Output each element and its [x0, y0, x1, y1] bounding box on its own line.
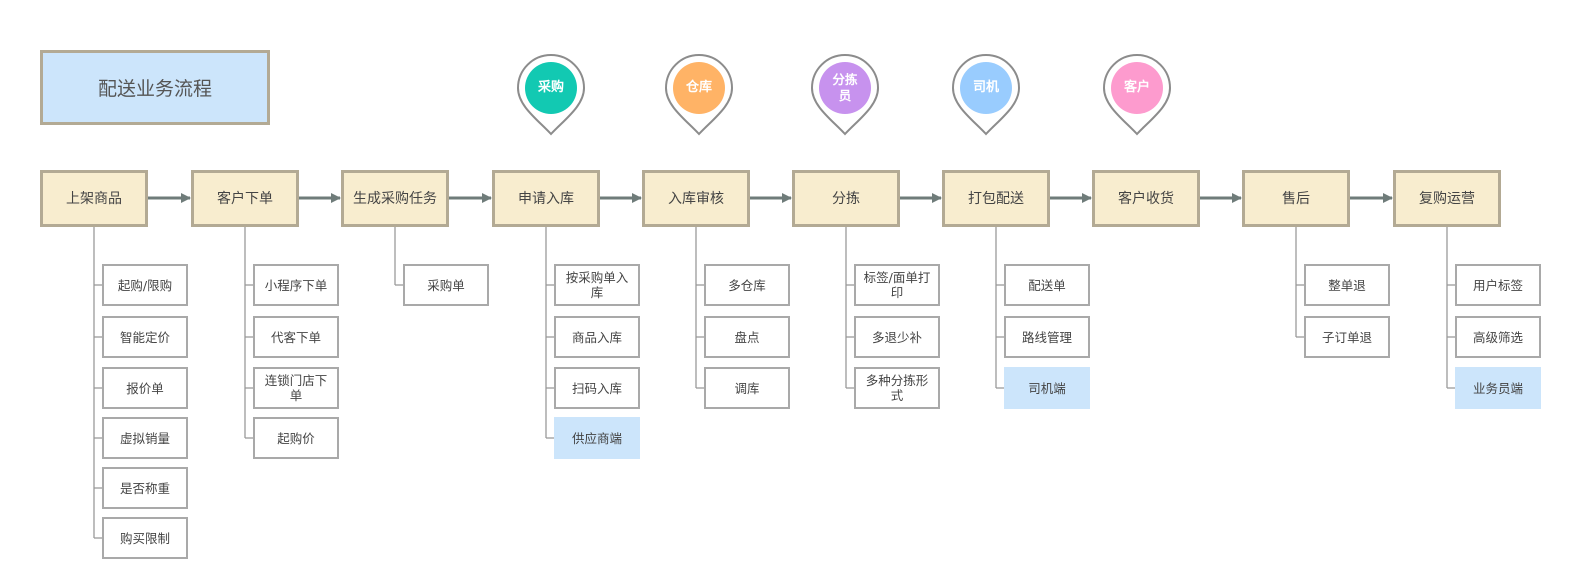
feature-node: 连锁门店下单 — [253, 367, 339, 409]
client-app-node: 业务员端 — [1455, 367, 1541, 409]
diagram-title: 配送业务流程 — [40, 50, 270, 125]
feature-node: 起购价 — [253, 417, 339, 459]
feature-node: 按采购单入库 — [554, 264, 640, 306]
feature-node: 代客下单 — [253, 316, 339, 358]
feature-node: 小程序下单 — [253, 264, 339, 306]
feature-node: 智能定价 — [102, 316, 188, 358]
role-label: 分拣员 — [819, 62, 871, 114]
role-pin: 客户 — [1102, 54, 1172, 136]
feature-node: 扫码入库 — [554, 367, 640, 409]
feature-node: 多种分拣形式 — [854, 367, 940, 409]
feature-node: 商品入库 — [554, 316, 640, 358]
role-pin: 司机 — [951, 54, 1021, 136]
feature-node: 购买限制 — [102, 517, 188, 559]
step-box: 客户收货 — [1092, 170, 1200, 227]
feature-node: 盘点 — [704, 316, 790, 358]
step-box: 分拣 — [792, 170, 900, 227]
step-box: 上架商品 — [40, 170, 148, 227]
client-app-node: 供应商端 — [554, 417, 640, 459]
role-label: 仓库 — [673, 62, 725, 114]
role-label: 客户 — [1111, 62, 1163, 114]
step-box: 申请入库 — [492, 170, 600, 227]
feature-node: 多仓库 — [704, 264, 790, 306]
feature-node: 子订单退 — [1304, 316, 1390, 358]
feature-node: 配送单 — [1004, 264, 1090, 306]
feature-node: 起购/限购 — [102, 264, 188, 306]
role-label: 采购 — [525, 62, 577, 114]
step-box: 复购运营 — [1393, 170, 1501, 227]
step-box: 生成采购任务 — [341, 170, 449, 227]
step-box: 入库审核 — [642, 170, 750, 227]
step-box: 打包配送 — [942, 170, 1050, 227]
feature-node: 高级筛选 — [1455, 316, 1541, 358]
feature-node: 虚拟销量 — [102, 417, 188, 459]
feature-node: 采购单 — [403, 264, 489, 306]
role-pin: 分拣员 — [810, 54, 880, 136]
client-app-node: 司机端 — [1004, 367, 1090, 409]
step-box: 客户下单 — [191, 170, 299, 227]
role-pin: 采购 — [516, 54, 586, 136]
feature-node: 报价单 — [102, 367, 188, 409]
feature-node: 路线管理 — [1004, 316, 1090, 358]
feature-node: 用户标签 — [1455, 264, 1541, 306]
step-box: 售后 — [1242, 170, 1350, 227]
feature-node: 多退少补 — [854, 316, 940, 358]
role-pin: 仓库 — [664, 54, 734, 136]
feature-node: 是否称重 — [102, 467, 188, 509]
feature-node: 整单退 — [1304, 264, 1390, 306]
role-label: 司机 — [960, 62, 1012, 114]
feature-node: 标签/面单打印 — [854, 264, 940, 306]
feature-node: 调库 — [704, 367, 790, 409]
